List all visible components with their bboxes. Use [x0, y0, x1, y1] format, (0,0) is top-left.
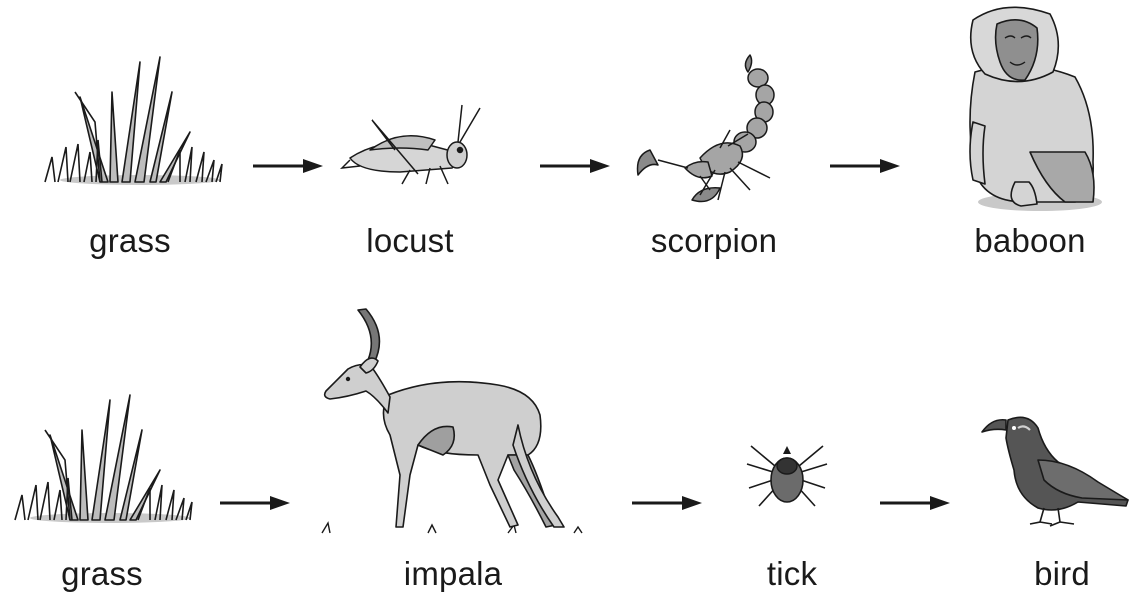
- organism-label-grass: grass: [61, 555, 143, 593]
- impala-icon: [318, 305, 588, 537]
- bird-icon: [978, 410, 1134, 530]
- grass-icon: [10, 390, 195, 525]
- arrow-icon: [253, 158, 323, 174]
- baboon-icon: [945, 2, 1105, 214]
- organism-label-bird: bird: [1034, 555, 1090, 593]
- arrow-icon: [540, 158, 610, 174]
- arrow-icon: [880, 495, 950, 511]
- scorpion-icon: [630, 50, 790, 210]
- organism-label-grass: grass: [89, 222, 171, 260]
- organism-label-scorpion: scorpion: [651, 222, 777, 260]
- arrow-icon: [632, 495, 702, 511]
- arrow-icon: [830, 158, 900, 174]
- arrow-icon: [220, 495, 290, 511]
- locust-icon: [340, 100, 485, 190]
- organism-label-tick: tick: [767, 555, 817, 593]
- organism-label-baboon: baboon: [974, 222, 1085, 260]
- tick-icon: [745, 440, 830, 512]
- organism-label-impala: impala: [404, 555, 502, 593]
- grass-icon: [40, 52, 225, 187]
- organism-label-locust: locust: [366, 222, 453, 260]
